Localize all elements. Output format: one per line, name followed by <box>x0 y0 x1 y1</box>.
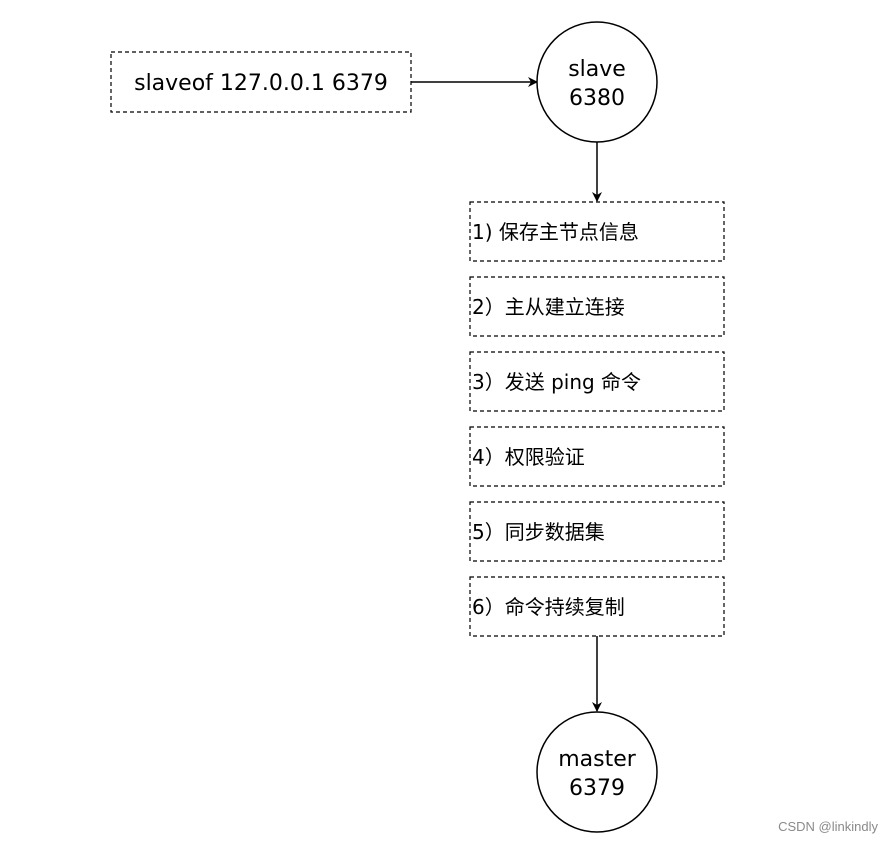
step-box-1: 1) 保存主节点信息 <box>469 201 725 262</box>
step-box-3: 3）发送 ping 命令 <box>469 351 725 412</box>
master-node-port: 6379 <box>569 776 625 801</box>
step-box-2: 2）主从建立连接 <box>469 276 725 337</box>
step-label-3: 3）发送 ping 命令 <box>472 370 641 394</box>
step-box-5: 5）同步数据集 <box>469 501 725 562</box>
slave-node-port: 6380 <box>569 86 625 111</box>
command-box: slaveof 127.0.0.1 6379 <box>110 51 412 113</box>
step-label-4: 4）权限验证 <box>472 445 585 469</box>
step-label-1: 1) 保存主节点信息 <box>472 220 639 244</box>
master-node: master 6379 <box>536 711 658 833</box>
step-box-6: 6）命令持续复制 <box>469 576 725 637</box>
command-text: slaveof 127.0.0.1 6379 <box>134 71 388 96</box>
step-label-2: 2）主从建立连接 <box>472 295 625 319</box>
step-box-4: 4）权限验证 <box>469 426 725 487</box>
slave-node: slave 6380 <box>536 21 658 143</box>
step-label-6: 6）命令持续复制 <box>472 595 625 619</box>
master-node-label: master <box>558 747 637 772</box>
watermark-text: CSDN @linkindly <box>778 819 878 834</box>
slave-node-label: slave <box>568 57 626 82</box>
step-label-5: 5）同步数据集 <box>472 520 605 544</box>
